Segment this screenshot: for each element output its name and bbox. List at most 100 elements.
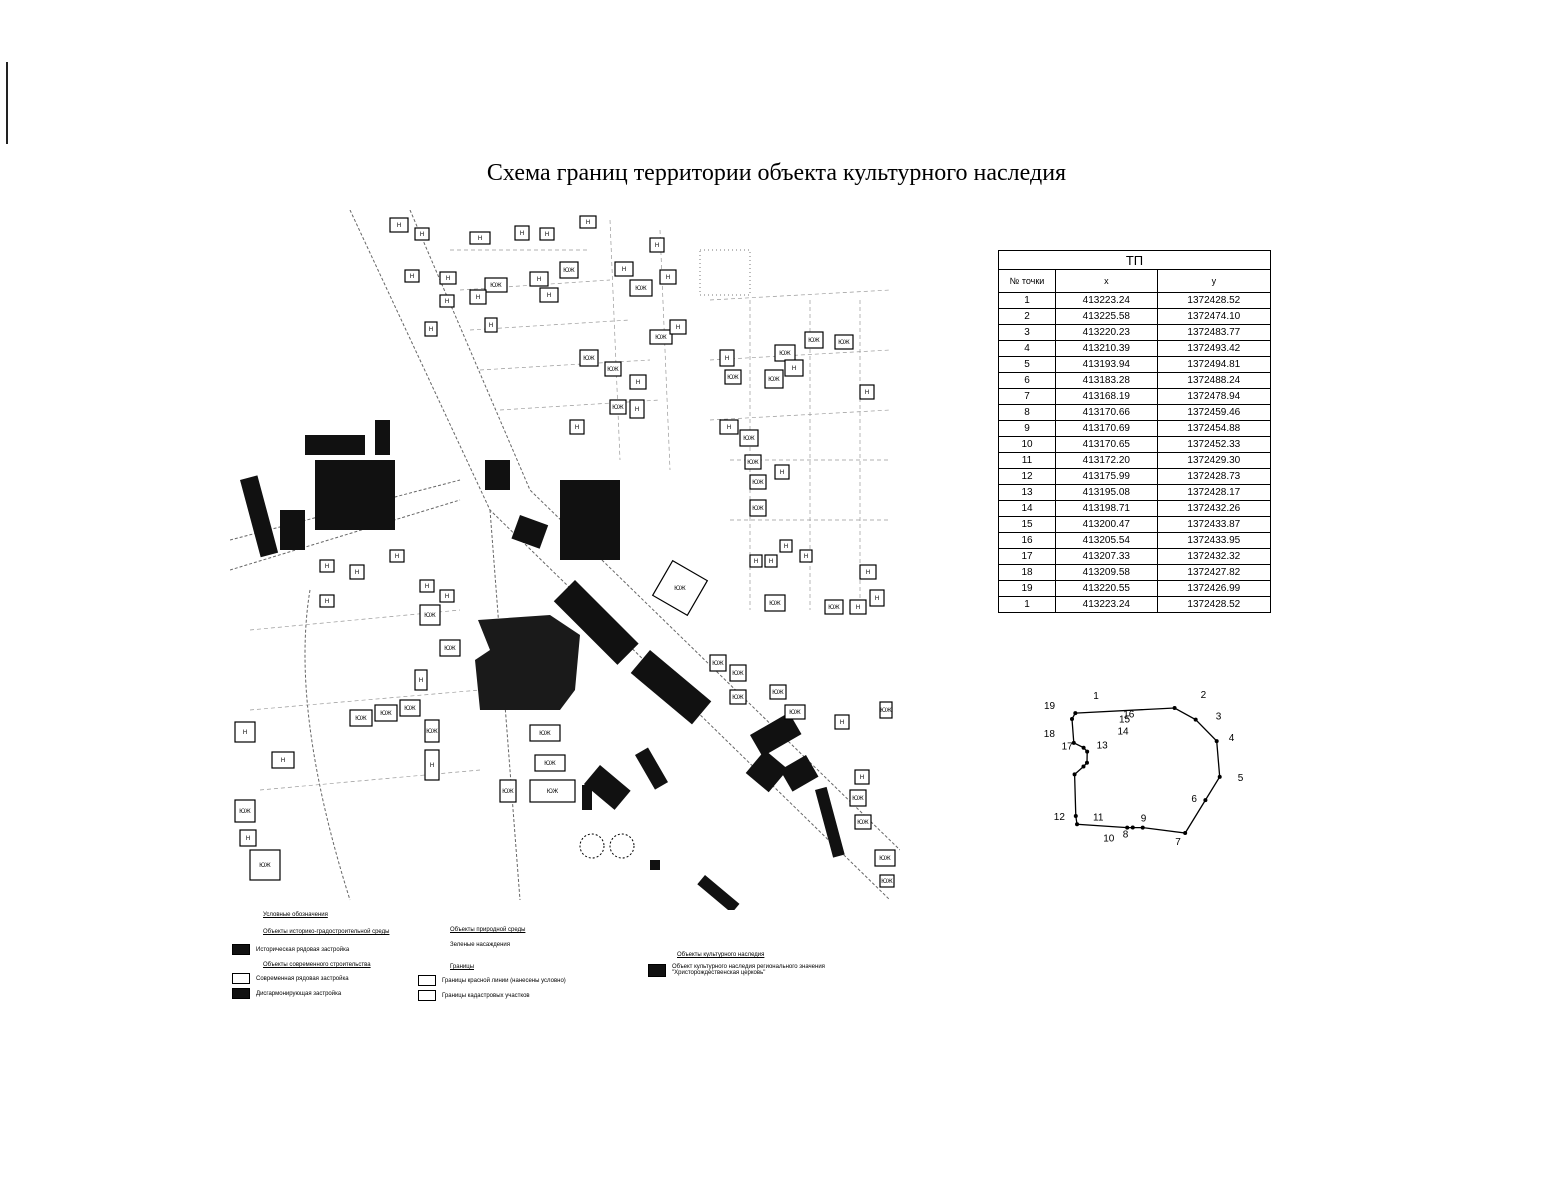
- building: [349, 564, 365, 580]
- legend-cadastral-label: Границы кадастровых участков: [442, 992, 530, 999]
- cell-y: 1372493.42: [1156, 340, 1272, 357]
- cell-y: 1372432.32: [1156, 548, 1272, 565]
- building-label: Н: [395, 554, 399, 560]
- building-label: Н: [856, 605, 860, 611]
- building-label: Н: [792, 366, 796, 372]
- building-label: Н: [636, 380, 640, 386]
- cell-x: 413223.24: [1055, 292, 1158, 309]
- legend-historic-label: Историческая рядовая застройка: [256, 946, 350, 953]
- building: [744, 454, 762, 470]
- boundary-vertex-label: 5: [1238, 773, 1244, 784]
- cell-y: 1372459.46: [1156, 404, 1272, 421]
- building-label: ЮЖ: [490, 283, 502, 289]
- boundary-vertex-label: 7: [1175, 837, 1181, 848]
- building: [534, 754, 566, 772]
- building: [764, 554, 778, 568]
- building-label: ЮЖ: [768, 377, 780, 383]
- cell-y: 1372433.95: [1156, 532, 1272, 549]
- building-label: ЮЖ: [857, 820, 869, 826]
- building: [469, 231, 491, 245]
- building: [404, 269, 420, 283]
- building-label: ЮЖ: [239, 809, 251, 815]
- legend-heritage-label: Объект культурного наследия региональног…: [672, 964, 825, 976]
- building-label: Н: [520, 231, 524, 237]
- boundary-vertex-label: 18: [1044, 729, 1056, 740]
- building-label: Н: [666, 275, 670, 281]
- building-label: Н: [355, 570, 359, 576]
- boundary-vertex: [1214, 739, 1219, 744]
- cell-point: 18: [998, 564, 1056, 581]
- cell-y: 1372488.24: [1156, 372, 1272, 389]
- boundary-vertex-label: 19: [1044, 701, 1056, 712]
- building: [879, 701, 893, 719]
- building: [439, 294, 455, 308]
- boundary-vertex-label: 4: [1229, 733, 1235, 744]
- cell-y: 1372454.88: [1156, 420, 1272, 437]
- building-label: ЮЖ: [444, 646, 456, 652]
- building-label: Н: [575, 425, 579, 431]
- building-label: ЮЖ: [880, 708, 892, 714]
- building-label: Н: [243, 730, 247, 736]
- building: [739, 429, 759, 447]
- building: [719, 419, 739, 435]
- boundary-vertex-label: 8: [1123, 830, 1129, 841]
- cell-x: 413170.66: [1055, 404, 1158, 421]
- building-label: ЮЖ: [563, 268, 575, 274]
- building: [439, 589, 455, 603]
- legend-modern-label: Современная рядовая застройка: [256, 975, 349, 982]
- boundary-vertex: [1073, 814, 1078, 819]
- building: [799, 549, 813, 563]
- building-label: ЮЖ: [752, 506, 764, 512]
- building: [629, 279, 653, 297]
- building-label: ЮЖ: [852, 796, 864, 802]
- church-icon: [475, 615, 580, 710]
- legend-historic-row: Историческая рядовая застройка: [232, 944, 349, 955]
- cell-point: 4: [998, 340, 1056, 357]
- cell-point: 15: [998, 516, 1056, 533]
- cell-x: 413175.99: [1055, 468, 1158, 485]
- boundary-vertex: [1081, 764, 1086, 769]
- legend-swatch-outline: [418, 990, 436, 1001]
- building: [239, 829, 257, 847]
- building: [389, 549, 405, 563]
- cell-point: 1: [998, 292, 1056, 309]
- building-label: ЮЖ: [635, 286, 647, 292]
- building-label: Н: [410, 274, 414, 280]
- building: [319, 594, 335, 608]
- building-label: Н: [246, 836, 250, 842]
- building: [484, 317, 498, 333]
- cell-x: 413172.20: [1055, 452, 1158, 469]
- building: [669, 319, 687, 335]
- building: [779, 539, 793, 553]
- building-label: ЮЖ: [732, 671, 744, 677]
- building: [529, 271, 549, 287]
- cell-y: 1372429.30: [1156, 452, 1272, 469]
- building: [414, 227, 430, 241]
- cell-y: 1372428.73: [1156, 468, 1272, 485]
- building: [569, 419, 585, 435]
- building: [854, 769, 870, 785]
- building: [849, 599, 867, 615]
- building: [579, 215, 597, 229]
- building: [249, 849, 281, 881]
- cell-point: 1: [998, 596, 1056, 613]
- cell-x: 413170.65: [1055, 436, 1158, 453]
- building-label: ЮЖ: [752, 480, 764, 486]
- legend-title: Условные обозначения: [263, 912, 328, 918]
- building: [559, 261, 579, 279]
- building: [419, 579, 435, 593]
- building: [824, 599, 844, 615]
- building: [784, 704, 806, 720]
- cell-point: 14: [998, 500, 1056, 517]
- boundary-vertex: [1217, 774, 1222, 779]
- building-label: Н: [420, 232, 424, 238]
- boundary-vertex: [1203, 798, 1208, 803]
